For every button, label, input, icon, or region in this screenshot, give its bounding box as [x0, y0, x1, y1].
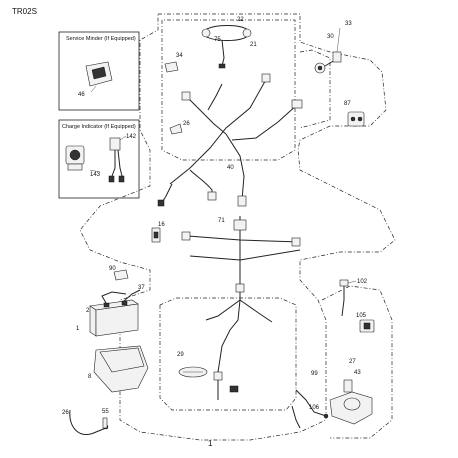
charge-indicator-gauge	[65, 145, 85, 171]
callout-102: 102	[357, 279, 368, 285]
callout-30: 30	[327, 34, 334, 40]
page-number: 1	[208, 439, 213, 448]
callout-33: 33	[345, 21, 352, 27]
callout-71: 71	[218, 218, 225, 224]
callout-21: 21	[250, 42, 257, 48]
service-minder-title: Service Minder (If Equipped)	[66, 36, 136, 42]
callout-87: 87	[344, 101, 351, 107]
callout-22: 22	[237, 17, 244, 23]
callout-75: 75	[214, 37, 221, 43]
charge-indicator-box: Charge Indicator (If Equipped) 142 143	[58, 119, 140, 199]
starter-motor	[291, 379, 373, 429]
callout-8: 8	[88, 374, 92, 380]
diagram-id: TR02S	[12, 7, 37, 16]
callout-26-bottom: 26	[62, 410, 69, 416]
callout-37: 37	[138, 285, 145, 291]
callout-43: 43	[354, 370, 361, 376]
bracket-90	[113, 269, 129, 281]
left-fender-outline	[299, 49, 331, 129]
battery-tray	[93, 345, 149, 393]
ignition-switch	[314, 27, 342, 74]
switch-16	[151, 227, 161, 243]
fuse-102	[339, 279, 357, 317]
battery	[89, 289, 141, 337]
callout-29: 29	[177, 352, 184, 358]
headlight-harness	[201, 25, 252, 69]
callout-142: 142	[126, 134, 137, 140]
callout-143: 143	[90, 172, 101, 178]
charge-indicator-harness	[108, 137, 125, 183]
relay-105	[359, 319, 375, 333]
callout-16: 16	[158, 222, 165, 228]
callout-55: 55	[102, 409, 109, 415]
callout-40: 40	[227, 165, 234, 171]
callout-2: 2	[86, 308, 90, 314]
callout-90: 90	[109, 266, 116, 272]
rear-harness-71	[181, 216, 301, 400]
callout-105: 105	[356, 313, 367, 319]
callout-99: 99	[311, 371, 318, 377]
service-minder-part	[85, 61, 113, 93]
bolt-55	[102, 417, 108, 429]
callout-26-top: 26	[183, 121, 190, 127]
callout-106: 106	[309, 405, 320, 411]
callout-46: 46	[78, 92, 85, 98]
callout-27: 27	[349, 359, 356, 365]
fuse-holder-29	[178, 366, 208, 378]
hood-outline	[161, 19, 296, 161]
tractor-frame-outline	[79, 13, 396, 441]
callout-34: 34	[176, 53, 183, 59]
service-minder-box: Service Minder (If Equipped) 46	[58, 31, 140, 111]
relay-34	[164, 61, 179, 73]
right-fender-outline	[321, 285, 393, 439]
charge-indicator-title: Charge Indicator (If Equipped)	[62, 124, 136, 130]
callout-1: 1	[76, 326, 80, 332]
main-wiring-harness	[157, 73, 303, 207]
clip-26	[169, 123, 183, 135]
solenoid-87	[347, 111, 365, 127]
